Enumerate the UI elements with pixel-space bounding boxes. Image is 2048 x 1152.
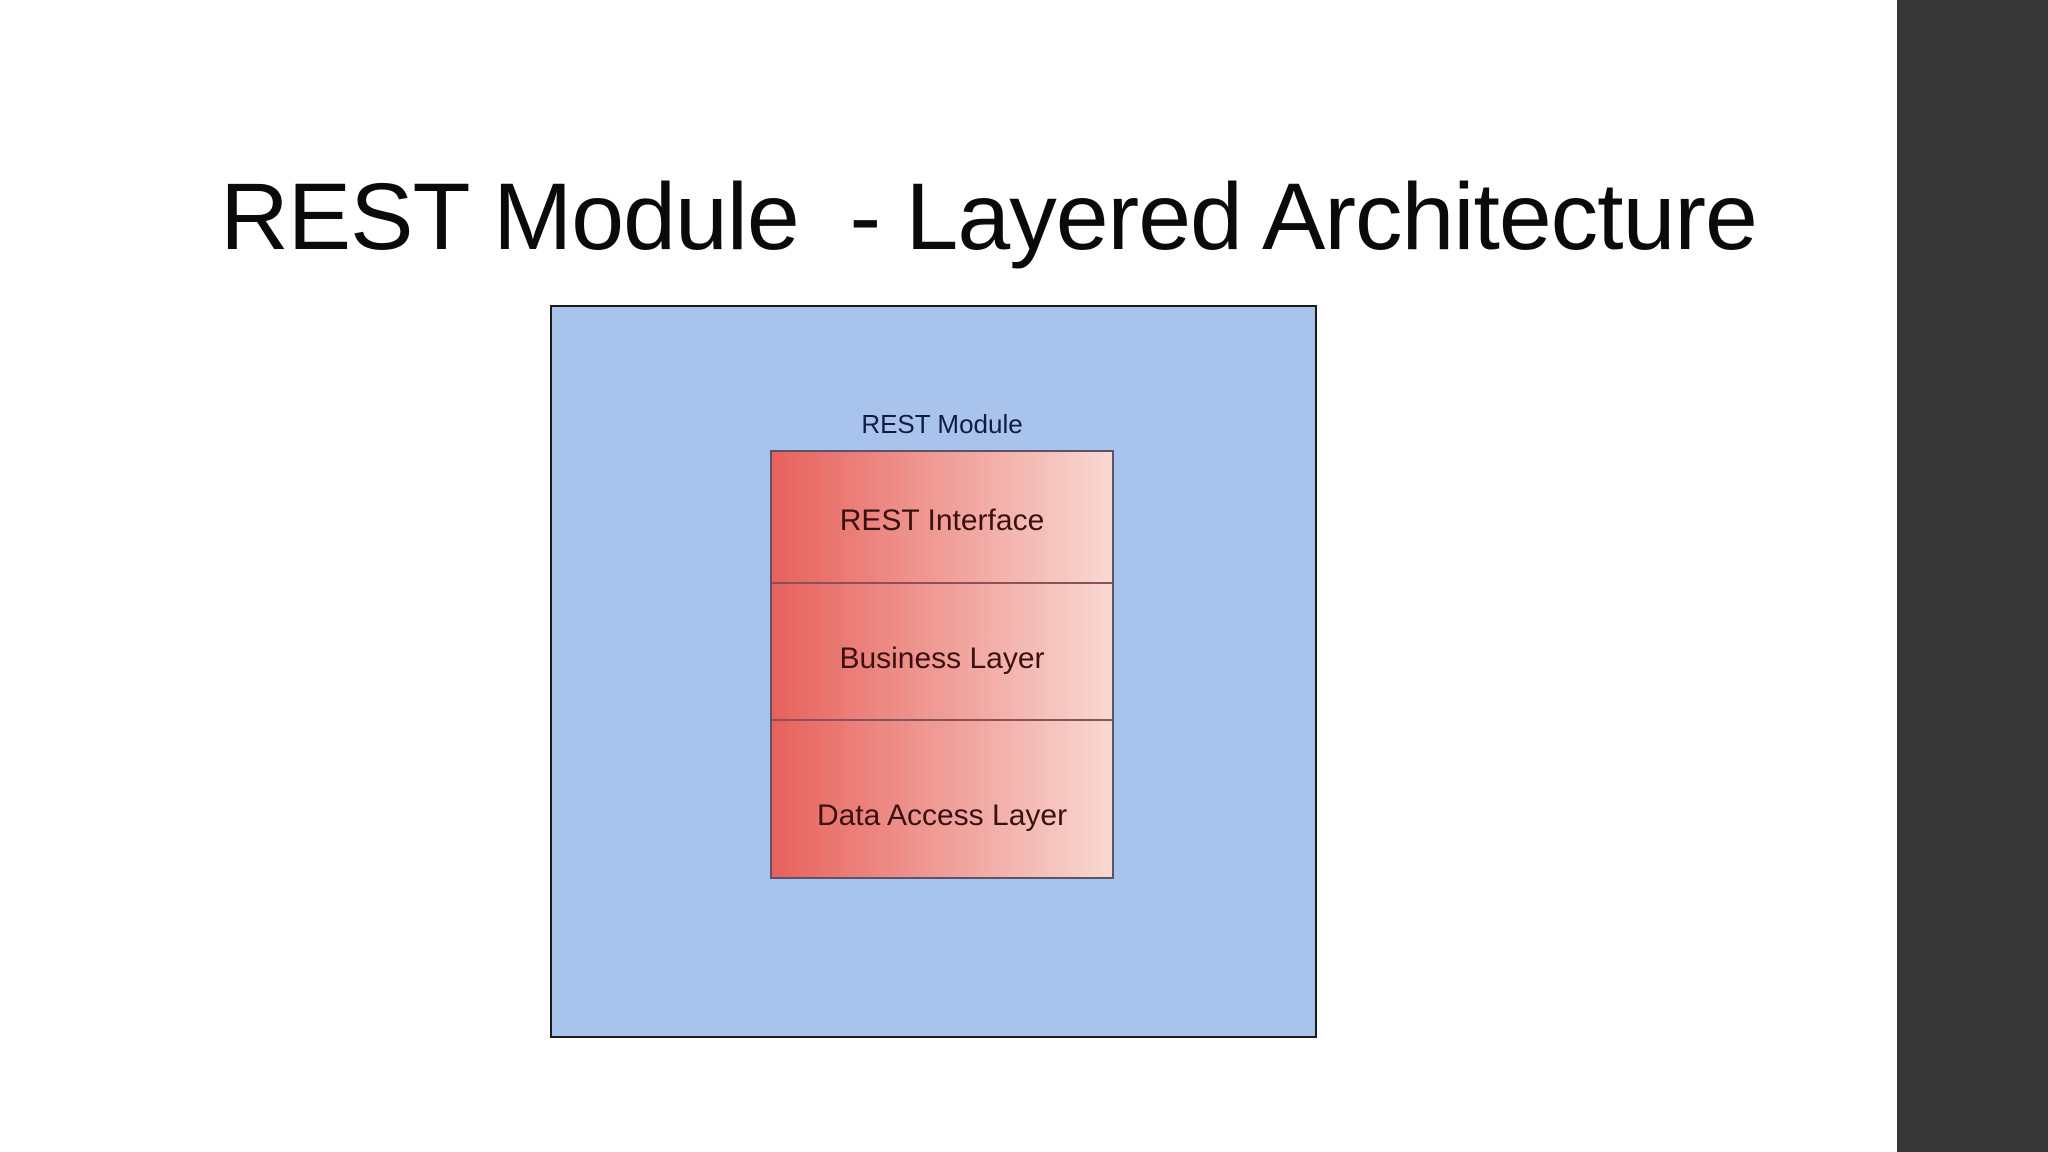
layer-label: Data Access Layer bbox=[816, 799, 1068, 833]
layer-label: Business Layer bbox=[839, 641, 1045, 675]
rest-module-label: REST Module bbox=[861, 408, 1023, 439]
layer-label: REST Interface bbox=[839, 503, 1045, 537]
right-dark-panel bbox=[1897, 0, 2048, 1152]
layer-data-access-layer: Data Access Layer bbox=[772, 719, 1112, 877]
layer-rest-interface: REST Interface bbox=[772, 452, 1112, 582]
rest-module-container: REST Module REST Interface Business Laye… bbox=[550, 305, 1317, 1038]
layer-business-layer: Business Layer bbox=[772, 581, 1112, 720]
layer-stack: REST Interface Business Layer Data Acces… bbox=[770, 450, 1114, 879]
slide-title: REST Module - Layered Architecture bbox=[220, 164, 1758, 270]
